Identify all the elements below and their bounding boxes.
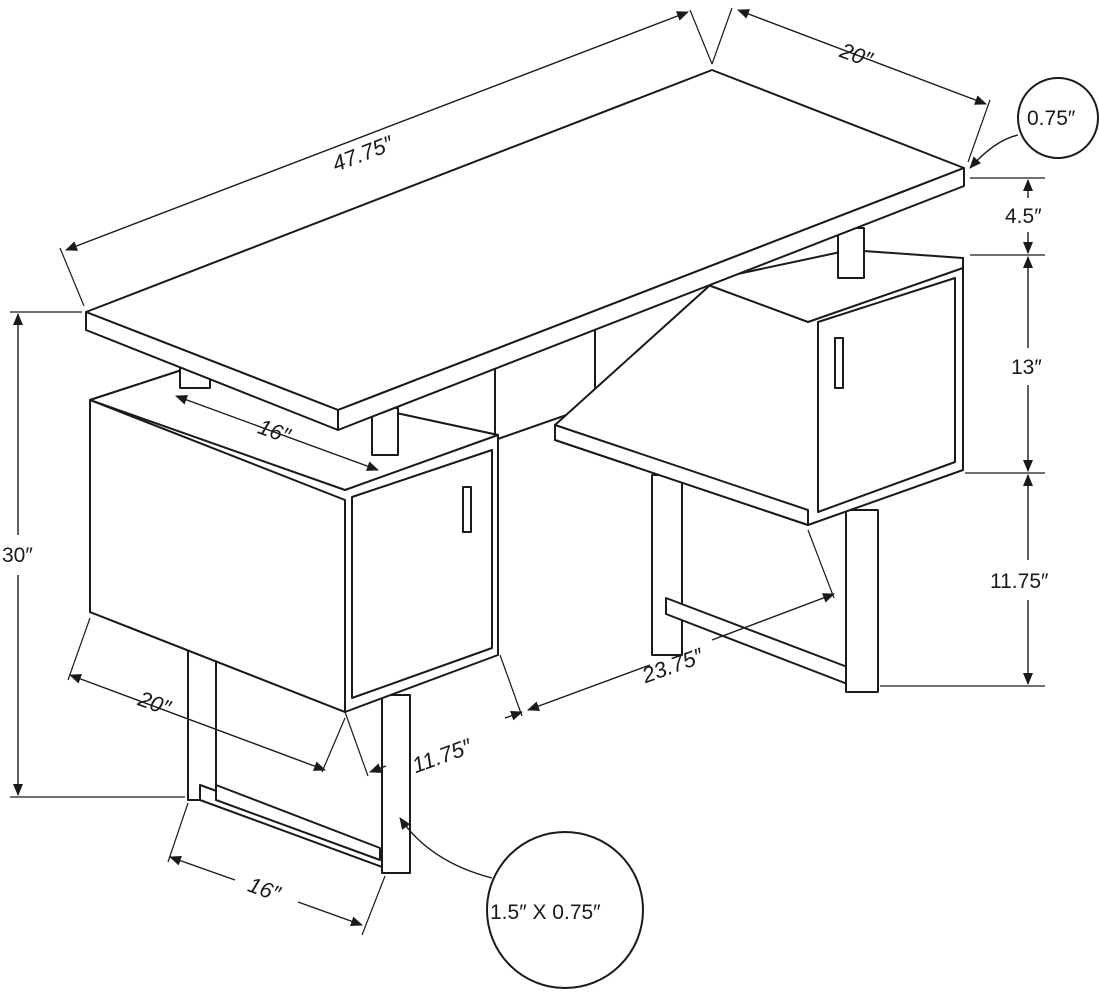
cabinet-depth-label: 20″ [134, 686, 175, 721]
cabinet-width-label: 11.75″ [409, 733, 476, 778]
right-cabinet [554, 227, 964, 526]
top-depth-label: 20″ [836, 37, 877, 72]
thickness-callout-circle [1017, 77, 1099, 159]
left-cabinet [89, 361, 499, 713]
right-riser [837, 227, 865, 279]
leg-profile-label: 1.5″ X 0.75″ [490, 901, 601, 924]
top-thickness-label: 0.75″ [1027, 107, 1076, 130]
top-width-label: 47.75″ [329, 130, 398, 176]
leg-width-label: 16″ [245, 872, 285, 907]
riser-height-label: 4.5″ [1005, 205, 1042, 228]
cabinet-height-label: 13″ [1011, 356, 1042, 379]
total-height-label: 30″ [2, 544, 33, 567]
leg-profile-callout-circle [486, 831, 644, 989]
dimension-lines [10, 7, 1099, 989]
leg-clearance-label: 11.75″ [990, 570, 1049, 593]
